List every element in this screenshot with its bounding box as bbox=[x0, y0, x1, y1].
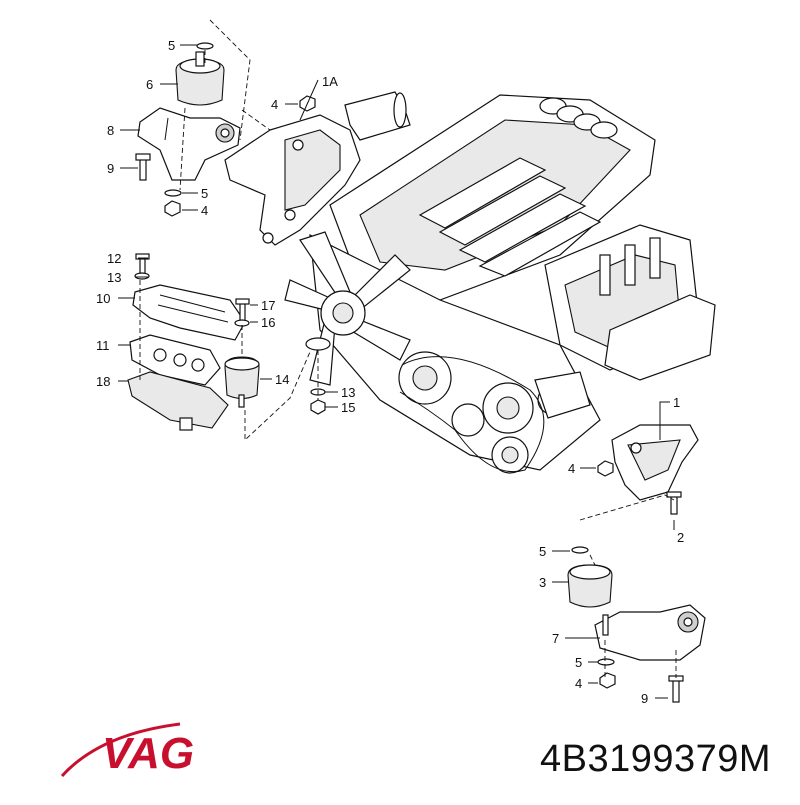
callout-14: 14 bbox=[275, 372, 289, 387]
top-left-mount bbox=[135, 42, 316, 217]
oil-filter bbox=[344, 91, 411, 141]
middle-left-mount bbox=[127, 253, 331, 431]
vag-logo-swoosh bbox=[60, 722, 181, 778]
callout-4: 4 bbox=[575, 676, 582, 691]
callout-10: 10 bbox=[96, 291, 110, 306]
callout-3: 3 bbox=[539, 575, 546, 590]
leader-lines bbox=[118, 19, 677, 699]
vag-logo: VAG bbox=[60, 716, 260, 786]
callout-4: 4 bbox=[271, 97, 278, 112]
part-number: 4B3199379M bbox=[540, 738, 772, 780]
callout-5: 5 bbox=[168, 38, 175, 53]
vag-logo-text: VAG bbox=[102, 729, 194, 778]
audi-rings bbox=[539, 97, 618, 139]
callout-17: 17 bbox=[261, 298, 275, 313]
callout-7: 7 bbox=[552, 631, 559, 646]
callout-16: 16 bbox=[261, 315, 275, 330]
callout-8: 8 bbox=[107, 123, 114, 138]
callout-labels: 5 6 1A 4 8 9 5 4 12 13 10 17 16 11 18 14… bbox=[96, 38, 684, 706]
left-engine-bracket-1A bbox=[224, 114, 361, 246]
callout-1: 1 bbox=[673, 395, 680, 410]
callout-2: 2 bbox=[677, 530, 684, 545]
cooling-fan bbox=[284, 231, 411, 386]
callout-4: 4 bbox=[201, 203, 208, 218]
callout-5: 5 bbox=[575, 655, 582, 670]
callout-6: 6 bbox=[146, 77, 153, 92]
callout-12: 12 bbox=[107, 251, 121, 266]
callout-13: 13 bbox=[341, 385, 355, 400]
callout-15: 15 bbox=[341, 400, 355, 415]
bottom-right-mount bbox=[567, 546, 706, 703]
callout-1A: 1A bbox=[322, 74, 338, 89]
engine-illustration bbox=[284, 91, 716, 474]
callout-5: 5 bbox=[539, 544, 546, 559]
right-engine-bracket-1 bbox=[597, 424, 699, 515]
callout-5: 5 bbox=[201, 186, 208, 201]
callout-4: 4 bbox=[568, 461, 575, 476]
callout-9: 9 bbox=[107, 161, 114, 176]
callout-13: 13 bbox=[107, 270, 121, 285]
callout-9: 9 bbox=[641, 691, 648, 706]
callout-11: 11 bbox=[96, 338, 110, 353]
callout-18: 18 bbox=[96, 374, 110, 389]
